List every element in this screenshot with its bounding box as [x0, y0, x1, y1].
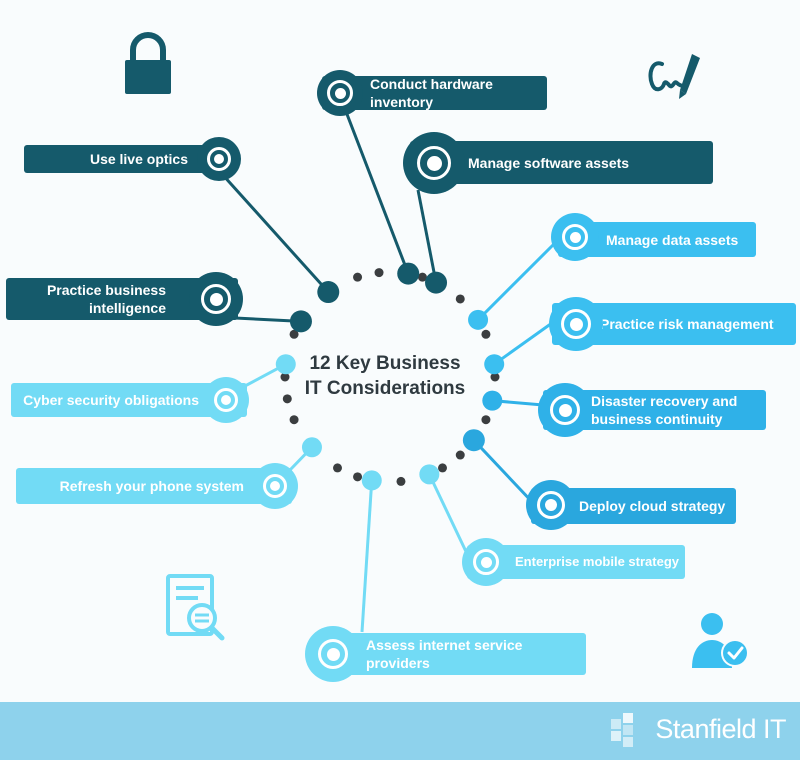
connector-dot	[317, 281, 340, 304]
connector-dot	[275, 354, 296, 375]
ring-dot	[455, 294, 465, 304]
item-label: Practice risk management	[600, 316, 774, 332]
connector-line	[338, 95, 410, 275]
badge-icon	[403, 132, 465, 194]
ring-dot	[282, 394, 292, 404]
badge-icon	[538, 383, 592, 437]
connector-dot	[361, 470, 382, 491]
item-label: Refresh your phone system	[59, 478, 244, 494]
badge-icon	[189, 272, 243, 326]
user-check-icon	[692, 613, 749, 668]
item-label-line2: intelligence	[88, 300, 166, 316]
footer-bar	[0, 702, 800, 760]
padlock-icon	[125, 32, 171, 94]
badge-icon	[462, 538, 510, 586]
connector-dot	[425, 271, 448, 294]
connector-dot	[482, 390, 503, 411]
badge-icon	[252, 463, 298, 509]
connector-line	[472, 439, 537, 507]
ring-dot	[280, 372, 290, 382]
item-label-line1: Disaster recovery and	[591, 393, 738, 409]
item-label: Use live optics	[89, 151, 188, 167]
document-search-icon	[166, 574, 225, 641]
ring-dot	[438, 463, 447, 473]
ring-dot	[490, 372, 500, 382]
badge-icon	[551, 213, 599, 261]
badge-icon	[203, 377, 249, 423]
ring-dot	[417, 272, 427, 282]
title-line-1: 12 Key Business	[309, 353, 461, 374]
ring-dot	[396, 476, 406, 486]
brand-logo: Stanfield IT	[609, 706, 786, 752]
item-refresh-phone-system: Refresh your phone system	[16, 468, 292, 504]
center-title: 12 Key Business IT Considerations	[290, 351, 480, 401]
connector-line	[493, 321, 553, 366]
ring-dot	[333, 463, 342, 473]
item-label: Manage data assets	[606, 231, 739, 248]
signature-pen-icon	[648, 54, 700, 99]
brand-name: Stanfield IT	[655, 713, 786, 744]
connector-dot	[289, 310, 312, 333]
connector-dot	[397, 262, 420, 285]
ring-dot	[481, 415, 491, 425]
item-label: Manage software assets	[468, 154, 630, 171]
ring-dot	[353, 472, 363, 482]
badge-icon	[549, 297, 603, 351]
connector-dot	[419, 464, 440, 485]
badge-icon	[305, 626, 361, 682]
item-label: Conduct hardware inventory	[370, 76, 493, 110]
ring-dot	[455, 450, 465, 460]
connector-line	[220, 172, 330, 294]
logo-mark-icon	[611, 713, 634, 747]
connector-dot	[301, 437, 322, 458]
badge-icon	[197, 137, 241, 181]
connector-line	[234, 316, 302, 323]
badge-icon	[317, 70, 363, 116]
item-label-line1: Assess internet service	[366, 637, 523, 653]
connector-line	[360, 480, 374, 633]
item-label: Cyber security obligations	[23, 392, 199, 408]
item-label-line2: providers	[366, 655, 430, 671]
item-label: Enterprise mobile strategy	[515, 554, 679, 569]
ring-dot	[374, 268, 384, 278]
ring-dot	[481, 329, 491, 339]
connector-dot	[468, 309, 489, 330]
connector-line	[477, 236, 562, 321]
ring-dot	[353, 272, 363, 282]
connector-dot	[462, 429, 485, 452]
item-label-line1: Practice business	[46, 282, 166, 298]
connector-line	[427, 473, 472, 561]
connector-dot	[484, 354, 505, 375]
connector-line	[416, 189, 438, 283]
item-label: Deploy cloud strategy	[579, 498, 726, 514]
item-label-line2: business continuity	[591, 411, 723, 427]
badge-icon	[526, 480, 576, 530]
title-line-2: IT Considerations	[304, 378, 466, 399]
ring-dot	[289, 415, 299, 425]
ring-dot	[289, 329, 299, 339]
